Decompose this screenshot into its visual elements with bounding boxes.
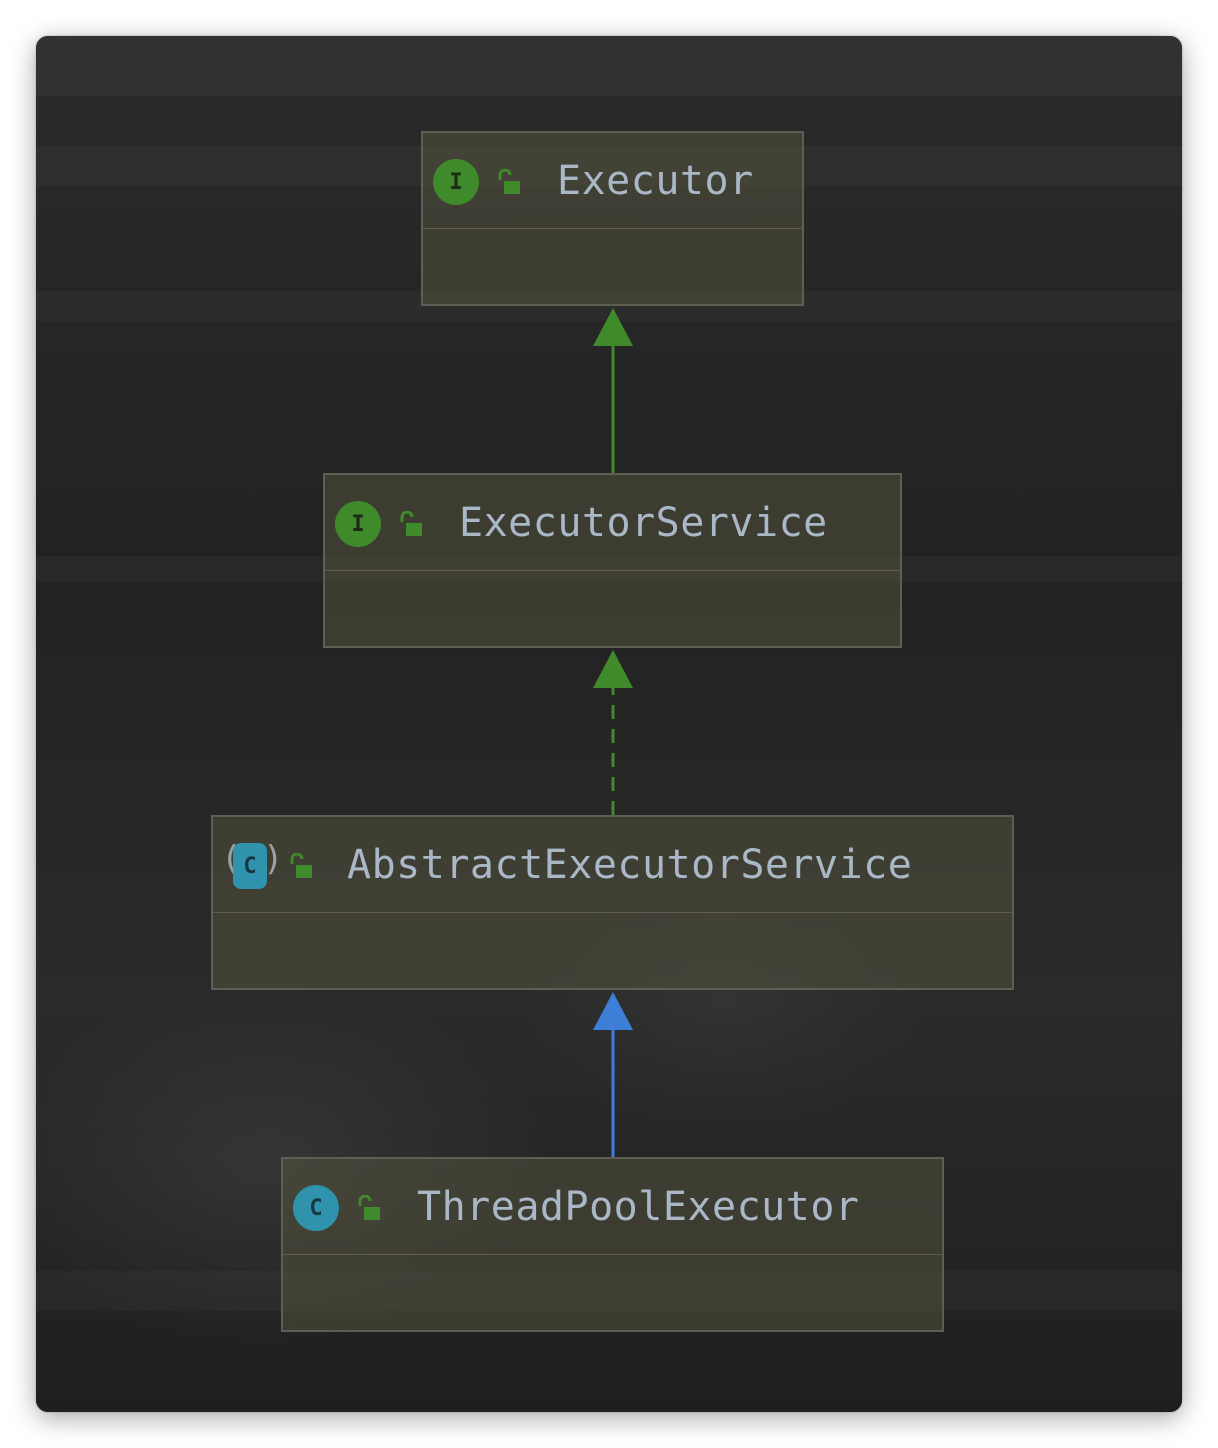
- uml-node-abstract-executor-service[interactable]: ( C ) AbstractExecutorService: [211, 815, 1014, 990]
- node-members: [213, 913, 1012, 988]
- node-header: C ThreadPoolExecutor: [283, 1159, 942, 1255]
- unlocked-padlock-icon: [358, 1195, 380, 1220]
- arrowhead-executorservice: [593, 650, 633, 688]
- arrowhead-executor: [593, 308, 633, 346]
- abstract-class-icon: C: [233, 843, 267, 889]
- node-header: ( C ) AbstractExecutorService: [213, 817, 1012, 913]
- inheritance-arrows: [593, 308, 633, 1157]
- node-title: ThreadPoolExecutor: [417, 1184, 860, 1230]
- diagram-window: I Executor I ExecutorService ( C ): [36, 36, 1182, 1412]
- interface-icon: I: [433, 159, 479, 205]
- uml-node-executor-service[interactable]: I ExecutorService: [323, 473, 902, 648]
- node-members: [283, 1255, 942, 1330]
- node-title: Executor: [557, 158, 754, 204]
- class-icon: C: [293, 1185, 339, 1231]
- unlocked-padlock-icon: [290, 853, 312, 878]
- node-members: [325, 571, 900, 646]
- uml-node-thread-pool-executor[interactable]: C ThreadPoolExecutor: [281, 1157, 944, 1332]
- node-header: I ExecutorService: [325, 475, 900, 571]
- unlocked-padlock-icon: [498, 169, 520, 194]
- uml-node-executor[interactable]: I Executor: [421, 131, 804, 306]
- unlocked-padlock-icon: [400, 511, 422, 536]
- node-title: AbstractExecutorService: [347, 842, 913, 888]
- arrowhead-abstractexecutorservice: [593, 992, 633, 1030]
- interface-icon: I: [335, 501, 381, 547]
- node-title: ExecutorService: [459, 500, 828, 546]
- abstract-marker-right: ): [263, 839, 284, 879]
- node-members: [423, 229, 802, 304]
- node-header: I Executor: [423, 133, 802, 229]
- background-photo: [36, 36, 1182, 1412]
